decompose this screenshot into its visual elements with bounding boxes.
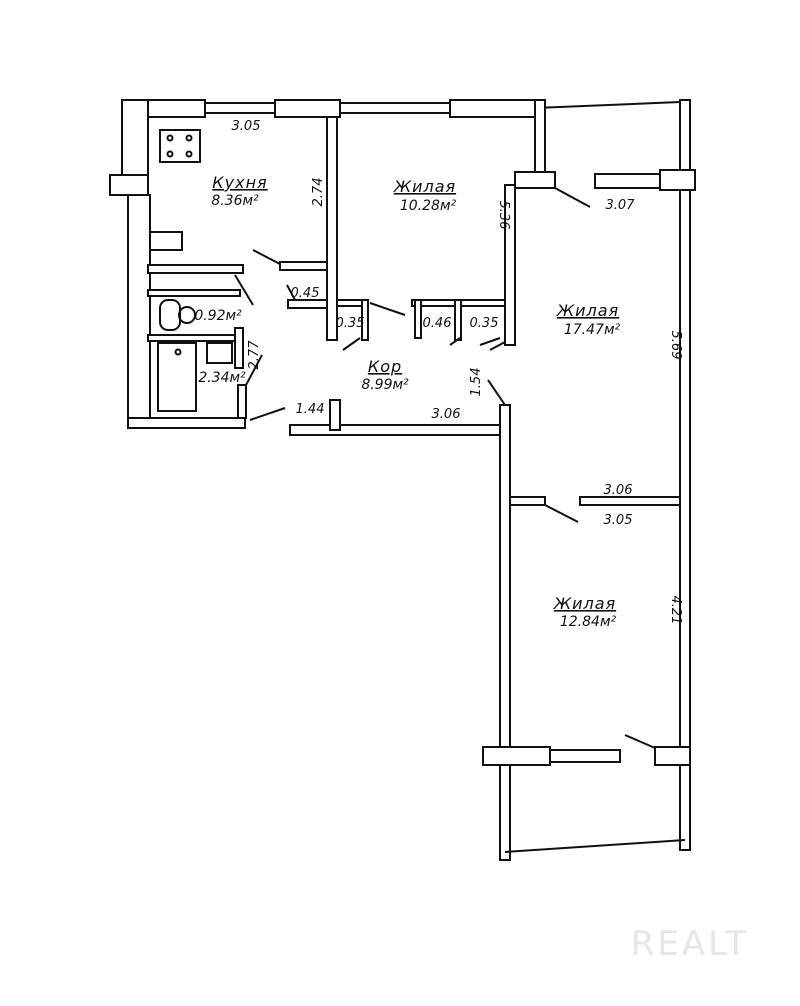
closet-4: 0.35 bbox=[470, 316, 499, 331]
toilet-area: 0.92м² bbox=[194, 308, 242, 324]
living-area: 17.47м² bbox=[564, 322, 621, 338]
closet-3: 0.46 bbox=[423, 316, 452, 331]
living-name: Жилая bbox=[556, 301, 619, 320]
sink bbox=[149, 231, 183, 251]
bedroom2-depth: 4.21 bbox=[668, 596, 683, 625]
corridor-entry: 1.44 bbox=[296, 402, 325, 417]
corridor-width: 3.06 bbox=[432, 407, 461, 422]
living-depth: 5.69 bbox=[668, 331, 683, 360]
bedroom2-width: 3.05 bbox=[604, 513, 633, 528]
kitchen-name: Кухня bbox=[212, 173, 267, 192]
toilet bbox=[159, 299, 181, 331]
watermark-logo: REALT bbox=[631, 924, 749, 964]
window bbox=[549, 749, 621, 763]
kitchen-depth: 2.74 bbox=[311, 178, 326, 207]
window bbox=[204, 102, 276, 114]
bathroom-depth: 2.77 bbox=[247, 340, 262, 370]
bedroom1-name: Жилая bbox=[393, 177, 456, 196]
stove bbox=[159, 129, 201, 163]
corridor-depth: 1.54 bbox=[469, 368, 484, 397]
closet-2: 0.35 bbox=[336, 316, 365, 331]
corridor-name: Кор bbox=[368, 357, 402, 376]
bathroom-area: 2.34м² bbox=[198, 370, 246, 386]
partition-dim: 3.06 bbox=[604, 483, 633, 498]
closet-1: 0.45 bbox=[291, 286, 320, 301]
kitchen-width: 3.05 bbox=[232, 119, 261, 134]
bedroom2-area: 12.84м² bbox=[560, 614, 617, 630]
washbasin bbox=[206, 342, 233, 364]
toilet-bowl bbox=[178, 306, 196, 324]
window bbox=[339, 102, 451, 114]
bedroom1-depth: 5.36 bbox=[496, 201, 511, 230]
bedroom1-area: 10.28м² bbox=[400, 198, 457, 214]
walls bbox=[109, 99, 696, 861]
living-width: 3.07 bbox=[606, 198, 636, 213]
bedroom2-name: Жилая bbox=[553, 594, 616, 613]
corridor-area: 8.99м² bbox=[361, 377, 409, 393]
kitchen-area: 8.36м² bbox=[211, 193, 259, 209]
